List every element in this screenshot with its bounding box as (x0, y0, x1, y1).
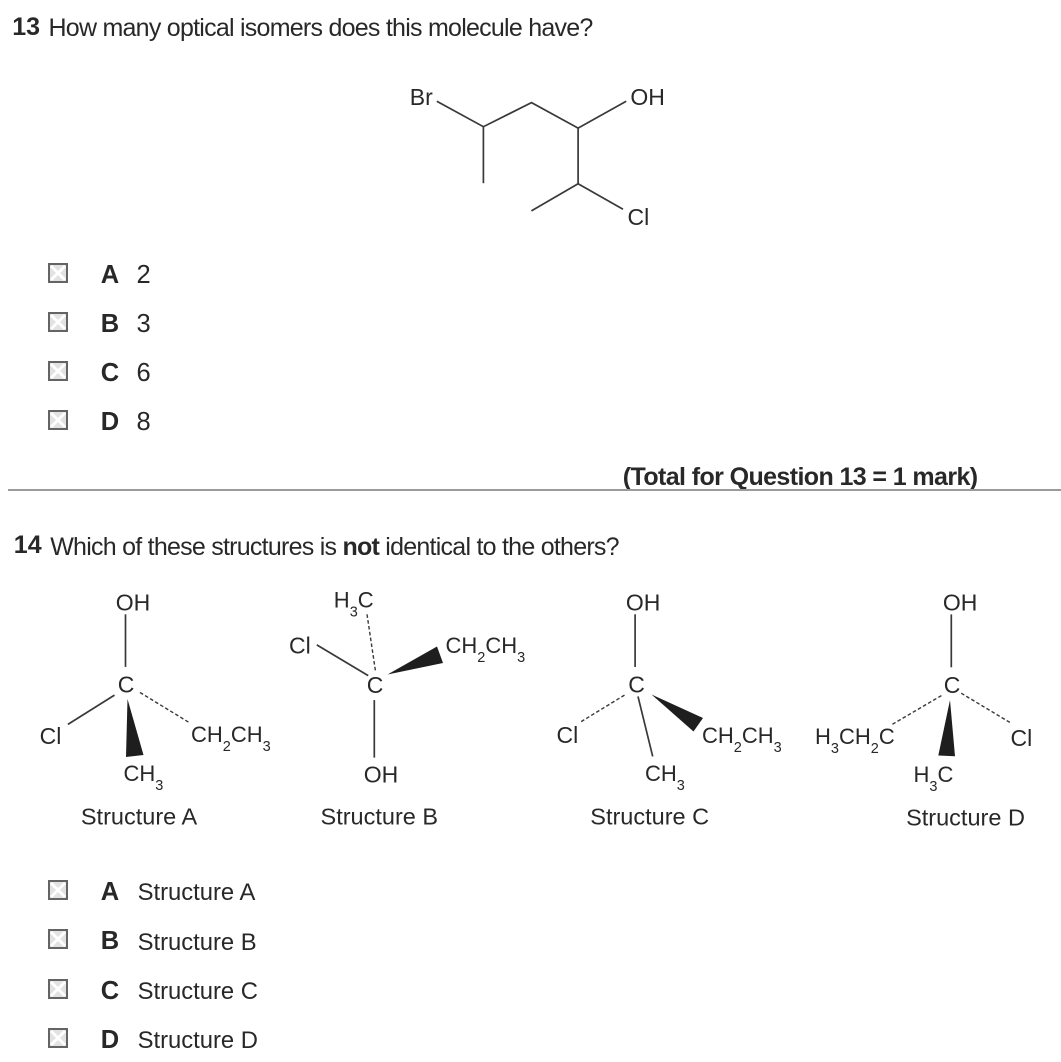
svg-text:CH2CH3: CH2CH3 (191, 722, 271, 755)
svg-text:OH: OH (943, 590, 978, 616)
svg-text:H3CH2C: H3CH2C (815, 724, 895, 757)
svg-text:C: C (118, 672, 135, 698)
svg-text:C: C (628, 672, 645, 698)
svg-text:OH: OH (626, 590, 661, 616)
svg-text:OH: OH (364, 762, 399, 788)
svg-text:CH2CH3: CH2CH3 (702, 723, 782, 756)
svg-text:Cl: Cl (628, 204, 650, 230)
svg-text:CH3: CH3 (645, 761, 685, 794)
svg-text:H3C: H3C (914, 762, 954, 795)
svg-text:C: C (367, 672, 384, 698)
svg-text:OH: OH (116, 590, 151, 616)
svg-text:Cl: Cl (40, 723, 62, 749)
svg-text:Cl: Cl (289, 633, 311, 659)
svg-text:Structure C: Structure C (590, 804, 709, 830)
svg-text:CH3: CH3 (124, 761, 164, 794)
svg-text:Br: Br (410, 84, 433, 110)
svg-text:Cl: Cl (557, 722, 579, 748)
svg-text:Structure B: Structure B (321, 804, 439, 830)
svg-text:Structure A: Structure A (81, 804, 198, 830)
svg-text:OH: OH (630, 84, 665, 110)
svg-text:C: C (944, 672, 961, 698)
svg-text:Cl: Cl (1011, 725, 1033, 751)
svg-text:CH2CH3: CH2CH3 (446, 633, 526, 666)
svg-text:Structure D: Structure D (906, 805, 1025, 831)
